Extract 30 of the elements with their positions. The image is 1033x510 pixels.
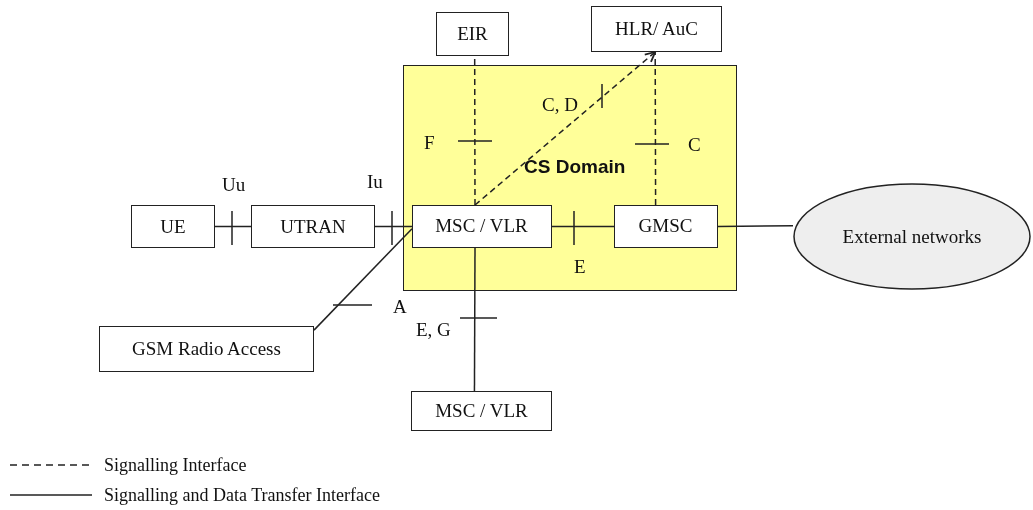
interface-label: Iu (367, 172, 383, 191)
interface-label: C (688, 135, 701, 154)
interface-label: F (424, 133, 435, 152)
signalling-line (654, 51, 657, 206)
interface-line (551, 225, 615, 228)
signalling-line (474, 51, 657, 206)
interface-label: A (393, 297, 407, 316)
network-element-box: GSM Radio Access (99, 326, 314, 372)
interface-label: E (574, 257, 586, 276)
interface-label: E, G (416, 320, 451, 339)
interface-line (214, 225, 252, 228)
network-element-box: MSC / VLR (411, 391, 552, 431)
network-element-box: EIR (436, 12, 509, 56)
network-element-box: GMSC (613, 204, 718, 248)
interface-label: Uu (222, 175, 246, 194)
legend-label: Signalling and Data Transfer Interface (104, 484, 380, 506)
network-element-box: UE (131, 205, 215, 248)
legend-label: Signalling Interface (104, 454, 247, 476)
network-element-box: HLR/ AuC (591, 6, 722, 52)
interface-line (374, 225, 413, 228)
interface-line (313, 227, 413, 331)
network-ellipse (793, 183, 1031, 290)
interface-line (717, 225, 794, 228)
domain-area (403, 65, 737, 291)
domain-title: CS Domain (524, 156, 626, 178)
interface-line (473, 247, 476, 392)
network-element-box: UTRAN (251, 205, 375, 248)
network-element-box: MSC / VLR (411, 204, 552, 248)
interface-label: C, D (542, 95, 578, 114)
node-label: External networks (841, 224, 983, 249)
